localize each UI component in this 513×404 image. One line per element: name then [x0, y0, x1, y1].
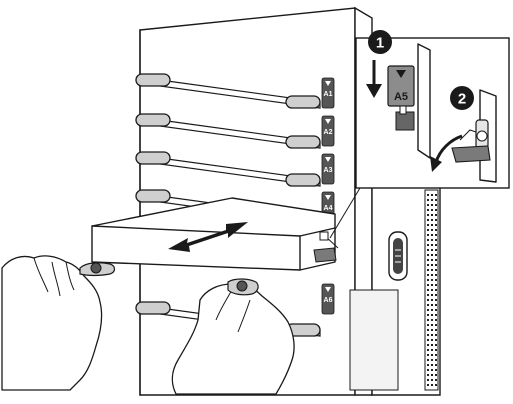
slot-tag: A2: [321, 115, 335, 147]
slot-label: A1: [324, 91, 333, 98]
slot-label: A3: [324, 167, 333, 174]
callout-slot-label: A5: [394, 91, 408, 103]
slot-handle[interactable]: [135, 113, 171, 127]
step-1-number: 1: [376, 35, 384, 52]
press-down-arrow-icon: [366, 60, 382, 98]
slot-handle[interactable]: [135, 301, 171, 315]
panel-latch[interactable]: [388, 231, 408, 281]
slot-handle[interactable]: [135, 189, 171, 203]
hand-icon: [171, 278, 295, 395]
rotate-arrow-icon: [430, 134, 463, 172]
vent-mesh: [424, 189, 439, 391]
slot-label: A4: [324, 205, 333, 212]
slot-tag: A1: [321, 77, 335, 109]
slot-rail: [135, 151, 321, 187]
callout-panel: A5 1 2: [355, 30, 510, 189]
slot-handle[interactable]: [285, 95, 321, 109]
slot-label: A6: [324, 297, 333, 304]
slot-rail: [135, 113, 321, 149]
step-2-badge: 2: [450, 86, 474, 110]
move-arrow-icon: [168, 222, 248, 252]
hand-icon: [1, 255, 116, 391]
step-2-number: 2: [458, 91, 466, 108]
slot-tag: A3: [321, 153, 335, 185]
slot-rail: [135, 73, 321, 109]
slot-handle[interactable]: [135, 151, 171, 165]
slot-handle[interactable]: [285, 173, 321, 187]
module-cam-latch[interactable]: [313, 231, 339, 263]
callout-slot-badge: A5: [387, 65, 415, 131]
slot-label: A2: [324, 129, 333, 136]
slot-handle[interactable]: [135, 73, 171, 87]
callout-latch[interactable]: [451, 119, 491, 163]
slot-tag: A6: [321, 283, 335, 315]
io-module[interactable]: [91, 197, 339, 271]
slot-handle[interactable]: [285, 135, 321, 149]
step-1-badge: 1: [368, 30, 392, 54]
